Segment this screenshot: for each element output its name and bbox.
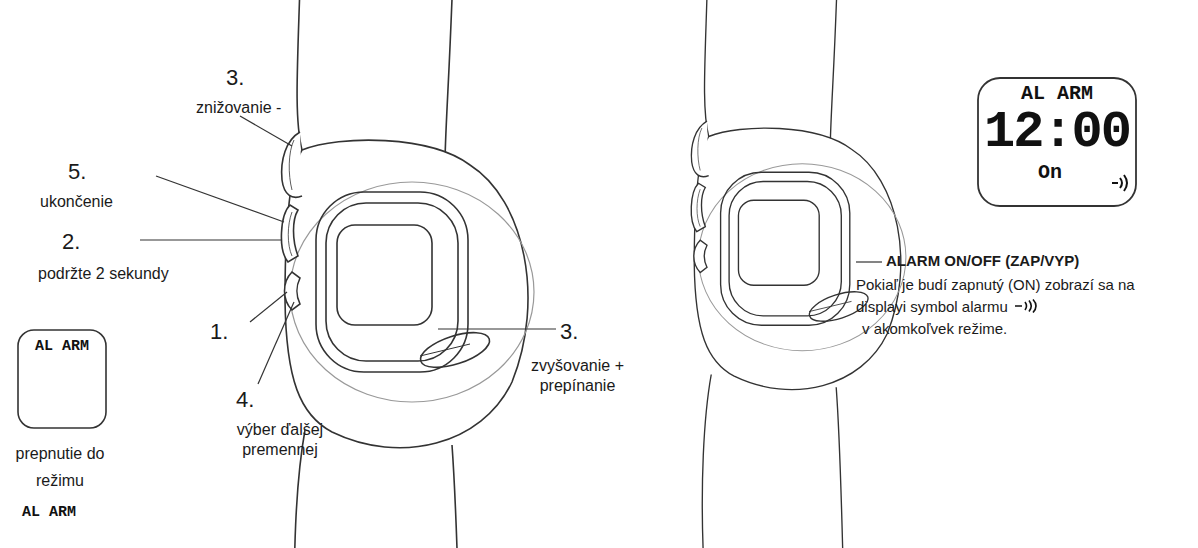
callout-number: 2. (62, 228, 80, 256)
lcd-display: AL ARM12:00On (978, 78, 1136, 206)
lcd-mode-text: AL ARM (35, 338, 89, 356)
callout-text: podržte 2 sekundy (38, 264, 169, 284)
callout-number: 5. (68, 158, 86, 186)
description-text: Pokiaľ je budí zapnutý (ON) zobrazí sa n… (856, 276, 1135, 315)
callout-text: ukončenie (40, 192, 113, 212)
lcd-display: AL ARM (18, 330, 106, 428)
feature-title: ALARM ON/OFF (ZAP/VYP) (886, 252, 1079, 271)
alarm-symbol (1014, 299, 1040, 313)
description-text: v akomkoľvek režime. (862, 320, 1007, 337)
alarm-symbol-lcd (1112, 175, 1127, 191)
description: Pokiaľ je budí zapnutý (ON) zobrazí sa n… (856, 274, 1146, 339)
lcd-mode-text: AL ARM (22, 504, 76, 523)
callout-text: prepnutie do režimu (10, 440, 110, 494)
callout-number: 3. (560, 318, 578, 346)
callout-number: 4. (236, 386, 254, 414)
callout-number: 1. (210, 318, 228, 346)
callout-text: zvyšovanie + prepínanie (515, 356, 640, 396)
callout-text: výber ďalšej premennej (225, 420, 335, 460)
lcd-mode-text: AL ARM (1021, 82, 1093, 106)
callout-number: 3. (226, 64, 244, 92)
lcd-time: 12:00 (984, 106, 1130, 161)
lcd-status: On (1038, 161, 1062, 185)
leader-lines (140, 116, 882, 384)
callout-text: znižovanie - (196, 98, 281, 118)
